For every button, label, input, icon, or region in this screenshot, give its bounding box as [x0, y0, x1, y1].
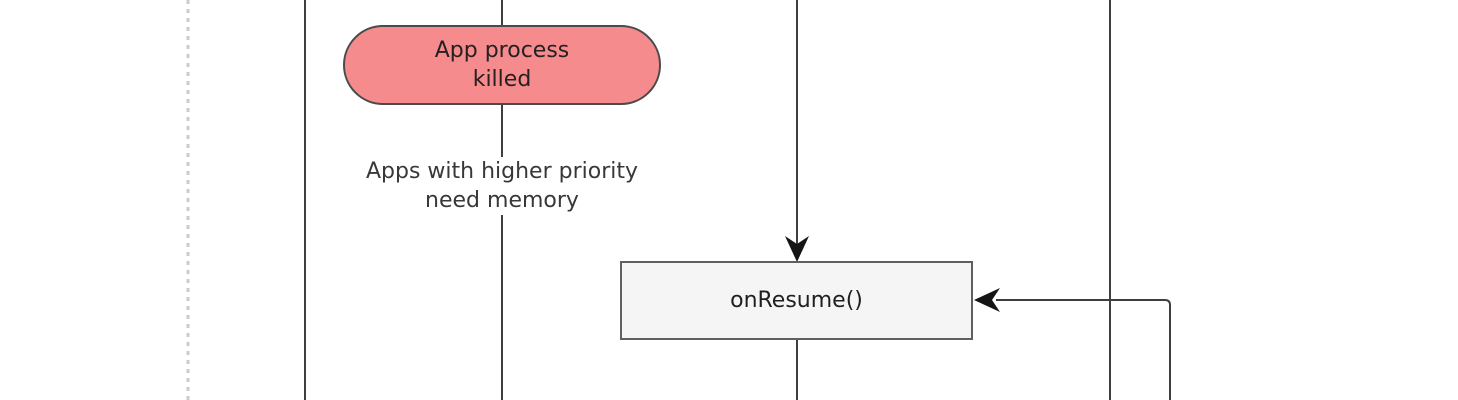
- node-app-process-killed-label-line2: killed: [472, 67, 532, 92]
- node-onresume: onResume(): [620, 261, 973, 340]
- arrowhead-down-into-onresume: [785, 236, 809, 262]
- node-onresume-label: onResume(): [730, 288, 863, 313]
- edge-return-to-onresume: [996, 299, 1171, 400]
- arrowhead-left-into-onresume: [974, 288, 1000, 312]
- node-app-process-killed: App process killed: [343, 25, 661, 105]
- node-app-process-killed-label-line1: App process: [434, 38, 570, 63]
- edge-label-higher-priority: Apps with higher priority need memory: [359, 157, 645, 215]
- edge-label-line2: need memory: [425, 188, 579, 213]
- edge-label-line1: Apps with higher priority: [365, 159, 639, 184]
